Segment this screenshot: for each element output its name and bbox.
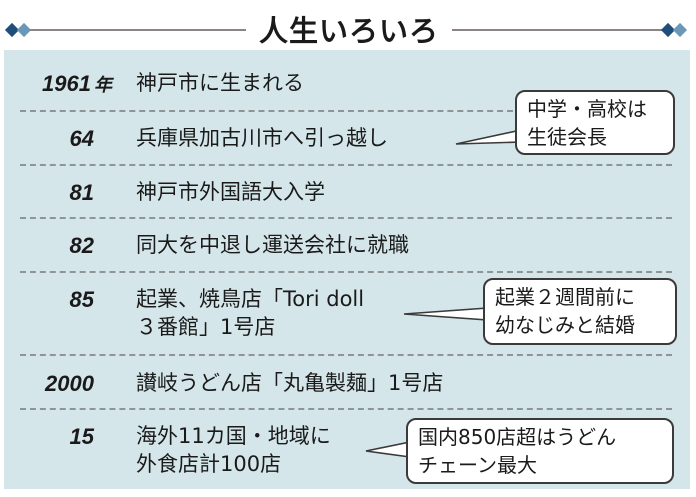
row-divider [20,354,672,356]
timeline-year: 2000 [45,371,94,396]
diamond-icon [16,22,32,38]
timeline-event: 兵庫県加古川市へ引っ越し [136,126,388,150]
callout-text: 国内850店超はうどん [418,425,617,449]
row-divider [20,217,672,219]
page-title: 人生いろいろ [258,14,439,48]
timeline-event-line: 起業、焼鳥店「Tori doll [136,287,365,311]
callout-text: チェーン最大 [418,453,537,477]
timeline-event: 神戸市に生まれる [136,71,304,95]
timeline-year: 15 [69,424,94,449]
timeline-event-line: 外食店計100店 [136,452,282,476]
row-divider [20,271,672,273]
timeline-event: 神戸市外国語大入学 [136,180,325,204]
header: 人生いろいろ [0,0,696,50]
timeline-event: 海外11カ国・地域に 外食店計100店 [136,422,331,478]
callout-text: 起業２週間前に [495,285,635,309]
callout-bubble: 国内850店超はうどん チェーン最大 [406,418,674,484]
timeline-event-line: ３番館」1号店 [136,315,276,339]
timeline-year: 82 [69,233,94,258]
timeline-event: 起業、焼鳥店「Tori doll ３番館」1号店 [136,285,364,341]
callout-pointer [403,307,489,321]
timeline-year: 85 [69,287,94,312]
timeline-year: 64 [69,126,94,151]
timeline-event: 讃岐うどん店「丸亀製麺」1号店 [136,371,444,395]
timeline-year: 81 [69,180,94,205]
timeline-event: 同大を中退し運送会社に就職 [136,233,409,257]
row-divider [20,408,672,410]
timeline-event-line: 海外11カ国・地域に [136,424,331,448]
callout-text: 幼なじみと結婚 [495,313,635,337]
diamond-icon [672,22,688,38]
header-rule-left [30,29,246,31]
row-divider [20,164,672,166]
callout-bubble: 中学・高校は 生徒会長 [515,90,675,155]
callout-text: 中学・高校は [527,97,647,121]
callout-text: 生徒会長 [527,125,607,149]
row-divider [20,110,672,112]
callout-bubble: 起業２週間前に 幼なじみと結婚 [483,278,677,345]
header-rule-right [452,29,662,31]
